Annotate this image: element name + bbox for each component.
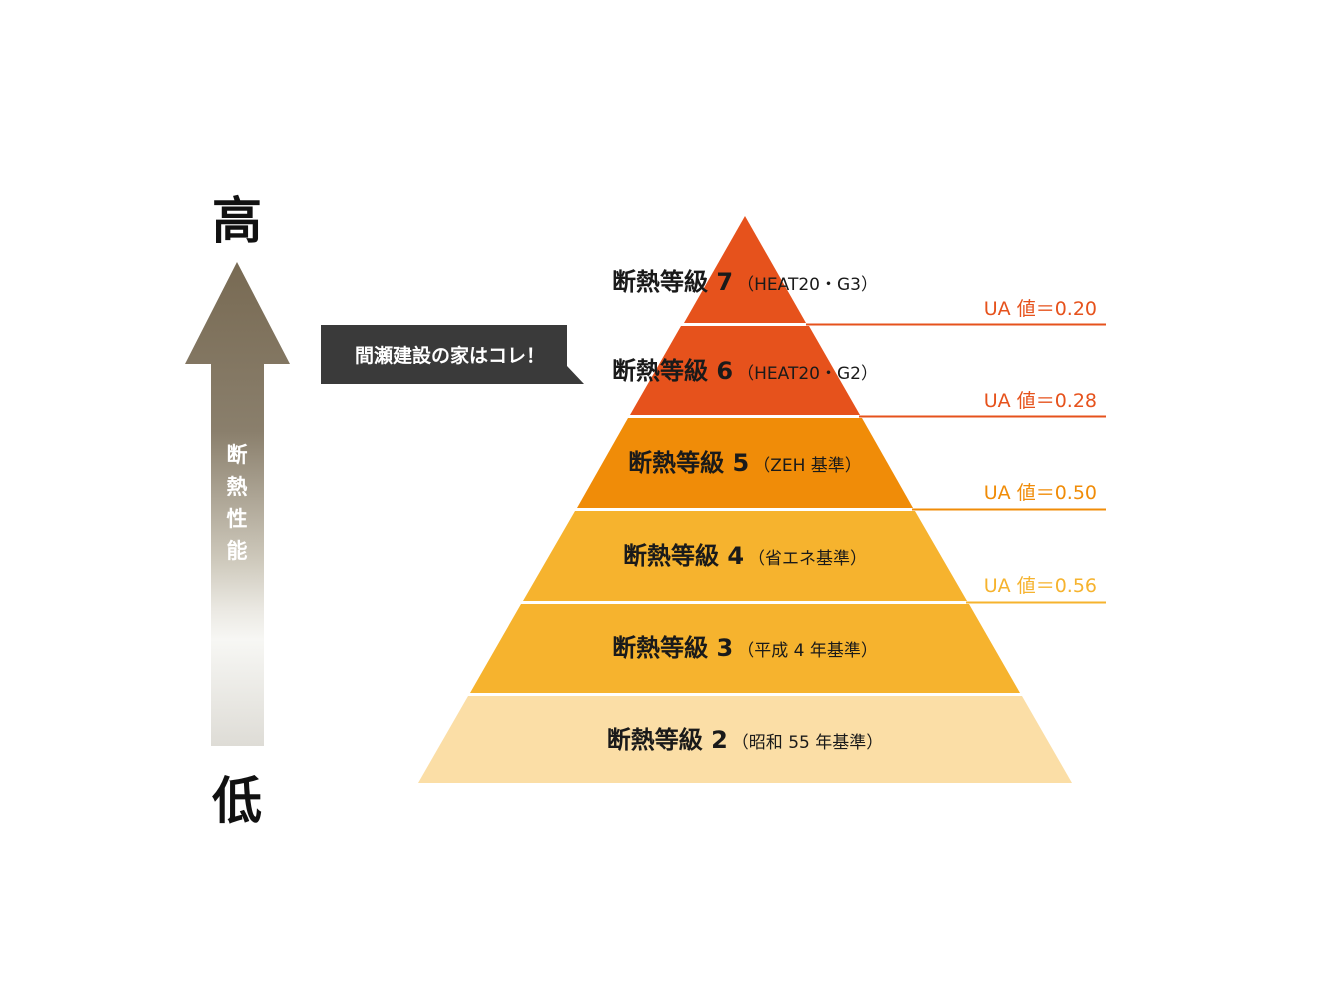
tier-title: 断熱等級 5 bbox=[628, 449, 749, 477]
tier-title: 断熱等級 2 bbox=[607, 726, 728, 754]
pyramid bbox=[418, 216, 1072, 783]
tier-subtitle: （HEAT20・G3） bbox=[737, 275, 878, 295]
tier-subtitle: （HEAT20・G2） bbox=[737, 364, 878, 384]
tier-subtitle: （省エネ基準） bbox=[748, 549, 867, 569]
tier-title: 断熱等級 7 bbox=[612, 268, 733, 296]
callout: 間瀬建設の家はコレ！ bbox=[321, 325, 584, 384]
ua-value-label: UA 値＝0.20 bbox=[984, 298, 1097, 320]
pyramid-tier-grade-5 bbox=[577, 418, 913, 508]
tier-label: 断熱等級 2（昭和 55 年基準） bbox=[607, 726, 884, 754]
arrow-label-char: 熱 bbox=[227, 475, 248, 499]
ua-value-label: UA 値＝0.50 bbox=[984, 482, 1097, 504]
callout-box bbox=[321, 325, 584, 384]
callout-text: 間瀬建設の家はコレ！ bbox=[355, 344, 545, 367]
tier-label: 断熱等級 5（ZEH 基準） bbox=[628, 449, 862, 477]
tier-subtitle: （ZEH 基準） bbox=[753, 456, 862, 476]
axis-high-label: 高 bbox=[212, 192, 262, 250]
ua-value-label: UA 値＝0.56 bbox=[984, 575, 1097, 597]
tier-label: 断熱等級 3（平成 4 年基準） bbox=[612, 634, 878, 662]
tier-title: 断熱等級 4 bbox=[623, 542, 744, 570]
arrow-label-char: 性 bbox=[227, 507, 248, 531]
axis-low-label: 低 bbox=[212, 772, 262, 830]
tier-title: 断熱等級 3 bbox=[612, 634, 733, 662]
arrow-label: 断 熱 性 能 bbox=[227, 443, 248, 563]
ua-value-lines: UA 値＝0.20 UA 値＝0.28 UA 値＝0.50 UA 値＝0.56 bbox=[806, 298, 1106, 604]
arrow-label-char: 能 bbox=[227, 539, 248, 563]
pyramid-tier-grade-4 bbox=[523, 511, 967, 601]
pyramid-tier-grade-3 bbox=[470, 604, 1020, 693]
pyramid-tier-grade-2 bbox=[418, 696, 1072, 783]
pyramid-tier-grade-6 bbox=[630, 326, 860, 415]
tier-title: 断熱等級 6 bbox=[612, 357, 733, 385]
tier-label: 断熱等級 6（HEAT20・G2） bbox=[612, 357, 878, 385]
arrow-label-char: 断 bbox=[227, 443, 248, 467]
tier-label: 断熱等級 4（省エネ基準） bbox=[623, 542, 867, 570]
tier-subtitle: （平成 4 年基準） bbox=[737, 641, 878, 661]
tier-subtitle: （昭和 55 年基準） bbox=[732, 733, 883, 753]
tier-labels: 断熱等級 7（HEAT20・G3） 断熱等級 6（HEAT20・G2） 断熱等級… bbox=[607, 268, 884, 754]
performance-axis: 高 断 熱 性 能 低 bbox=[185, 192, 290, 830]
tier-label: 断熱等級 7（HEAT20・G3） bbox=[612, 268, 878, 296]
ua-value-label: UA 値＝0.28 bbox=[984, 390, 1097, 412]
up-arrow-icon bbox=[185, 262, 290, 746]
pyramid-tier-grade-7 bbox=[684, 216, 806, 323]
